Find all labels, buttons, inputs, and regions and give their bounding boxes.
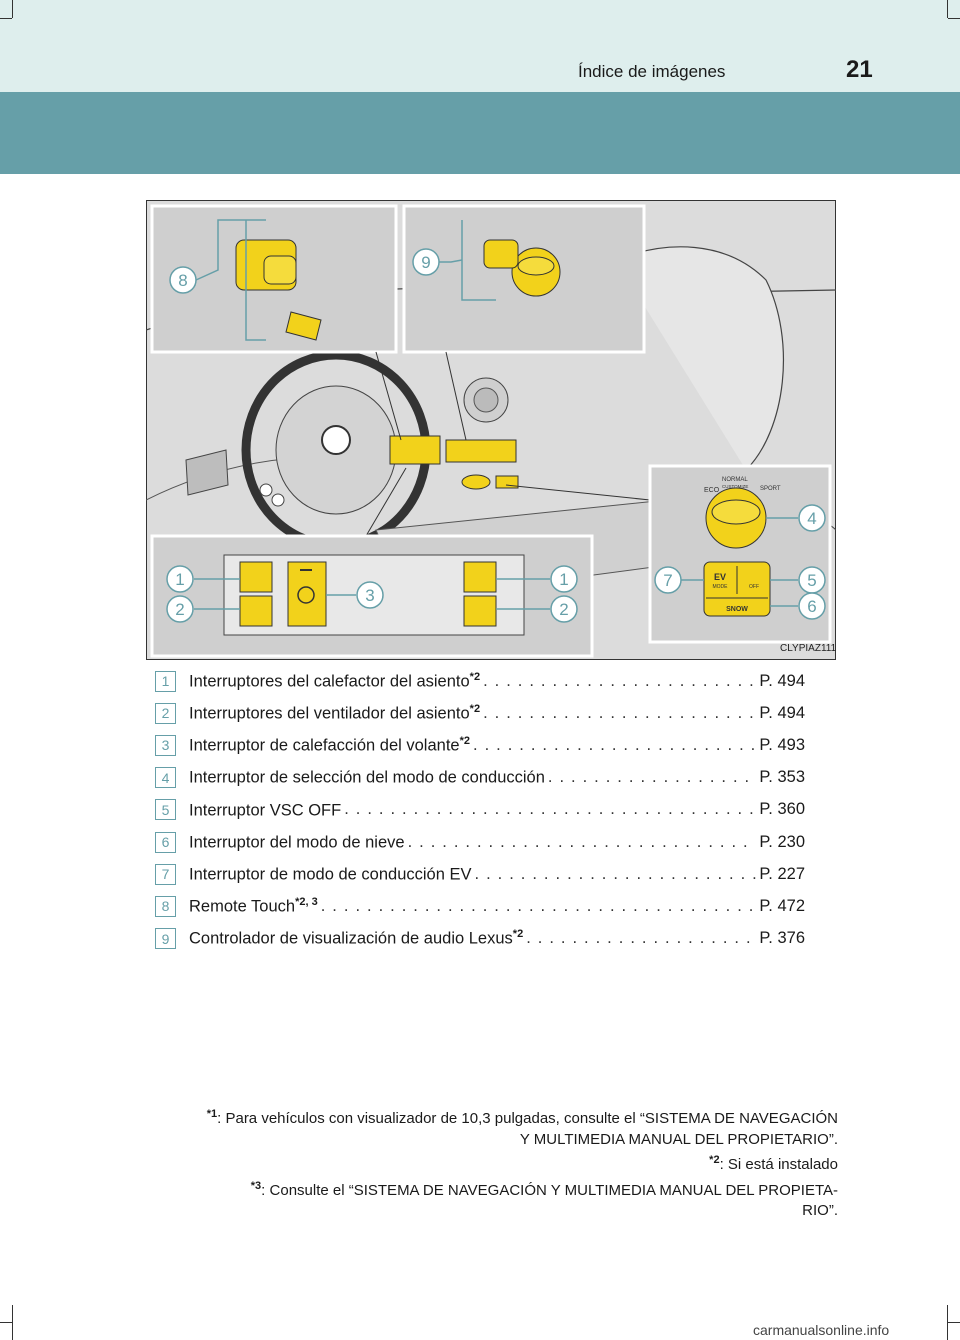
watermark: carmanualsonline.info <box>753 1322 890 1338</box>
page-ref[interactable]: P. 360 <box>759 800 805 819</box>
list-item: 2 Interruptores del ventilador del asien… <box>155 697 805 729</box>
list-item: 8 Remote Touch*2, 3 P. 472 <box>155 890 805 922</box>
item-number: 7 <box>155 863 176 885</box>
list-item: 3 Interruptor de calefacción del volante… <box>155 729 805 761</box>
footnote-1-cont: Y MULTIMEDIA MANUAL DEL PROPIETARIO”. <box>519 1130 838 1148</box>
eco-label: ECO <box>704 487 720 494</box>
footnotes: *1: Para vehículos con visualizador de 1… <box>138 1104 838 1222</box>
item-label: Interruptores del ventilador del asiento… <box>189 703 481 723</box>
callout-8: 8 <box>178 271 187 290</box>
footnote-1: *1: Para vehículos con visualizador de 1… <box>206 1108 838 1127</box>
item-number: 9 <box>155 928 176 950</box>
page-ref[interactable]: P. 227 <box>759 864 805 883</box>
item-label: Interruptor VSC OFF <box>189 801 342 820</box>
interior-illustration: 8 9 1 2 3 1 <box>146 200 836 660</box>
item-label: Interruptor de modo de conducción EV <box>189 865 472 884</box>
callout-2-right: 2 <box>559 600 568 619</box>
callout-9: 9 <box>421 253 430 272</box>
callout-1-right: 1 <box>559 570 568 589</box>
crop-mark <box>12 1305 13 1340</box>
leader-dots <box>473 736 756 755</box>
leader-dots <box>548 768 757 787</box>
item-label: Controlador de visualización de audio Le… <box>189 928 524 948</box>
crop-mark <box>947 0 948 18</box>
leader-dots <box>475 865 757 884</box>
footnote-3-cont: RIO”. <box>802 1202 838 1219</box>
list-item: 7 Interruptor de modo de conducción EV P… <box>155 858 805 890</box>
leader-dots <box>344 800 756 819</box>
page-ref[interactable]: P. 353 <box>759 768 805 787</box>
item-number: 5 <box>155 799 176 821</box>
crop-mark <box>0 18 12 19</box>
crop-mark <box>947 1305 948 1340</box>
header-band <box>0 0 960 92</box>
footnote-3: *3: Consulte el “SISTEMA DE NAVEGACIÓN Y… <box>250 1179 838 1199</box>
section-band <box>0 92 960 174</box>
leader-dots <box>321 897 757 916</box>
item-label: Interruptor de calefacción del volante*2 <box>189 735 470 755</box>
item-number: 8 <box>155 895 176 917</box>
callout-7: 7 <box>663 571 672 590</box>
callout-1-left: 1 <box>175 570 184 589</box>
crop-mark <box>948 1322 960 1323</box>
list-item: 9 Controlador de visualización de audio … <box>155 923 805 955</box>
item-label: Interruptor del modo de nieve <box>189 833 405 852</box>
interior-drawing: 8 9 1 2 3 1 <box>146 200 836 660</box>
footnote-2: *2: Si está instalado <box>709 1154 838 1173</box>
page-number: 21 <box>846 56 873 83</box>
callout-6: 6 <box>807 597 816 616</box>
item-label: Interruptor de selección del modo de con… <box>189 768 545 787</box>
leader-dots <box>526 929 756 948</box>
page-ref[interactable]: P. 472 <box>759 896 805 915</box>
item-number: 2 <box>155 702 176 724</box>
figure-code: CLYPIAZ111 <box>780 643 837 654</box>
callout-4: 4 <box>807 509 816 528</box>
crop-mark <box>948 18 960 19</box>
list-item: 1 Interruptores del calefactor del asien… <box>155 665 805 697</box>
item-number: 3 <box>155 734 176 756</box>
off-label: OFF <box>749 584 759 590</box>
snow-label: SNOW <box>726 606 748 613</box>
item-label: Interruptores del calefactor del asiento… <box>189 670 481 691</box>
callout-3: 3 <box>365 586 374 605</box>
page-ref[interactable]: P. 494 <box>759 703 805 722</box>
item-number: 6 <box>155 831 176 853</box>
section-title: Índice de imágenes <box>578 62 726 81</box>
page-ref[interactable]: P. 376 <box>759 929 805 948</box>
item-label: Remote Touch*2, 3 <box>189 896 318 916</box>
leader-dots <box>483 704 756 723</box>
ev-mode-label: MODE <box>713 584 729 590</box>
ev-label: EV <box>714 572 726 582</box>
page-ref[interactable]: P. 230 <box>759 832 805 851</box>
item-number: 4 <box>155 767 176 789</box>
custom-label: CUSTOMIZE <box>722 484 748 489</box>
crop-mark <box>0 1322 12 1323</box>
sport-label: SPORT <box>760 486 781 492</box>
page-ref[interactable]: P. 493 <box>759 735 805 754</box>
leader-dots <box>408 833 757 852</box>
page-ref[interactable]: P. 494 <box>759 671 805 690</box>
normal-label: NORMAL <box>722 477 748 483</box>
callout-5: 5 <box>807 571 816 590</box>
index-list: 1 Interruptores del calefactor del asien… <box>155 665 805 955</box>
list-item: 5 Interruptor VSC OFF P. 360 <box>155 794 805 826</box>
item-number: 1 <box>155 670 176 692</box>
crop-mark <box>12 0 13 18</box>
leader-dots <box>483 672 756 691</box>
callout-2-left: 2 <box>175 600 184 619</box>
list-item: 4 Interruptor de selección del modo de c… <box>155 762 805 794</box>
list-item: 6 Interruptor del modo de nieve P. 230 <box>155 826 805 858</box>
